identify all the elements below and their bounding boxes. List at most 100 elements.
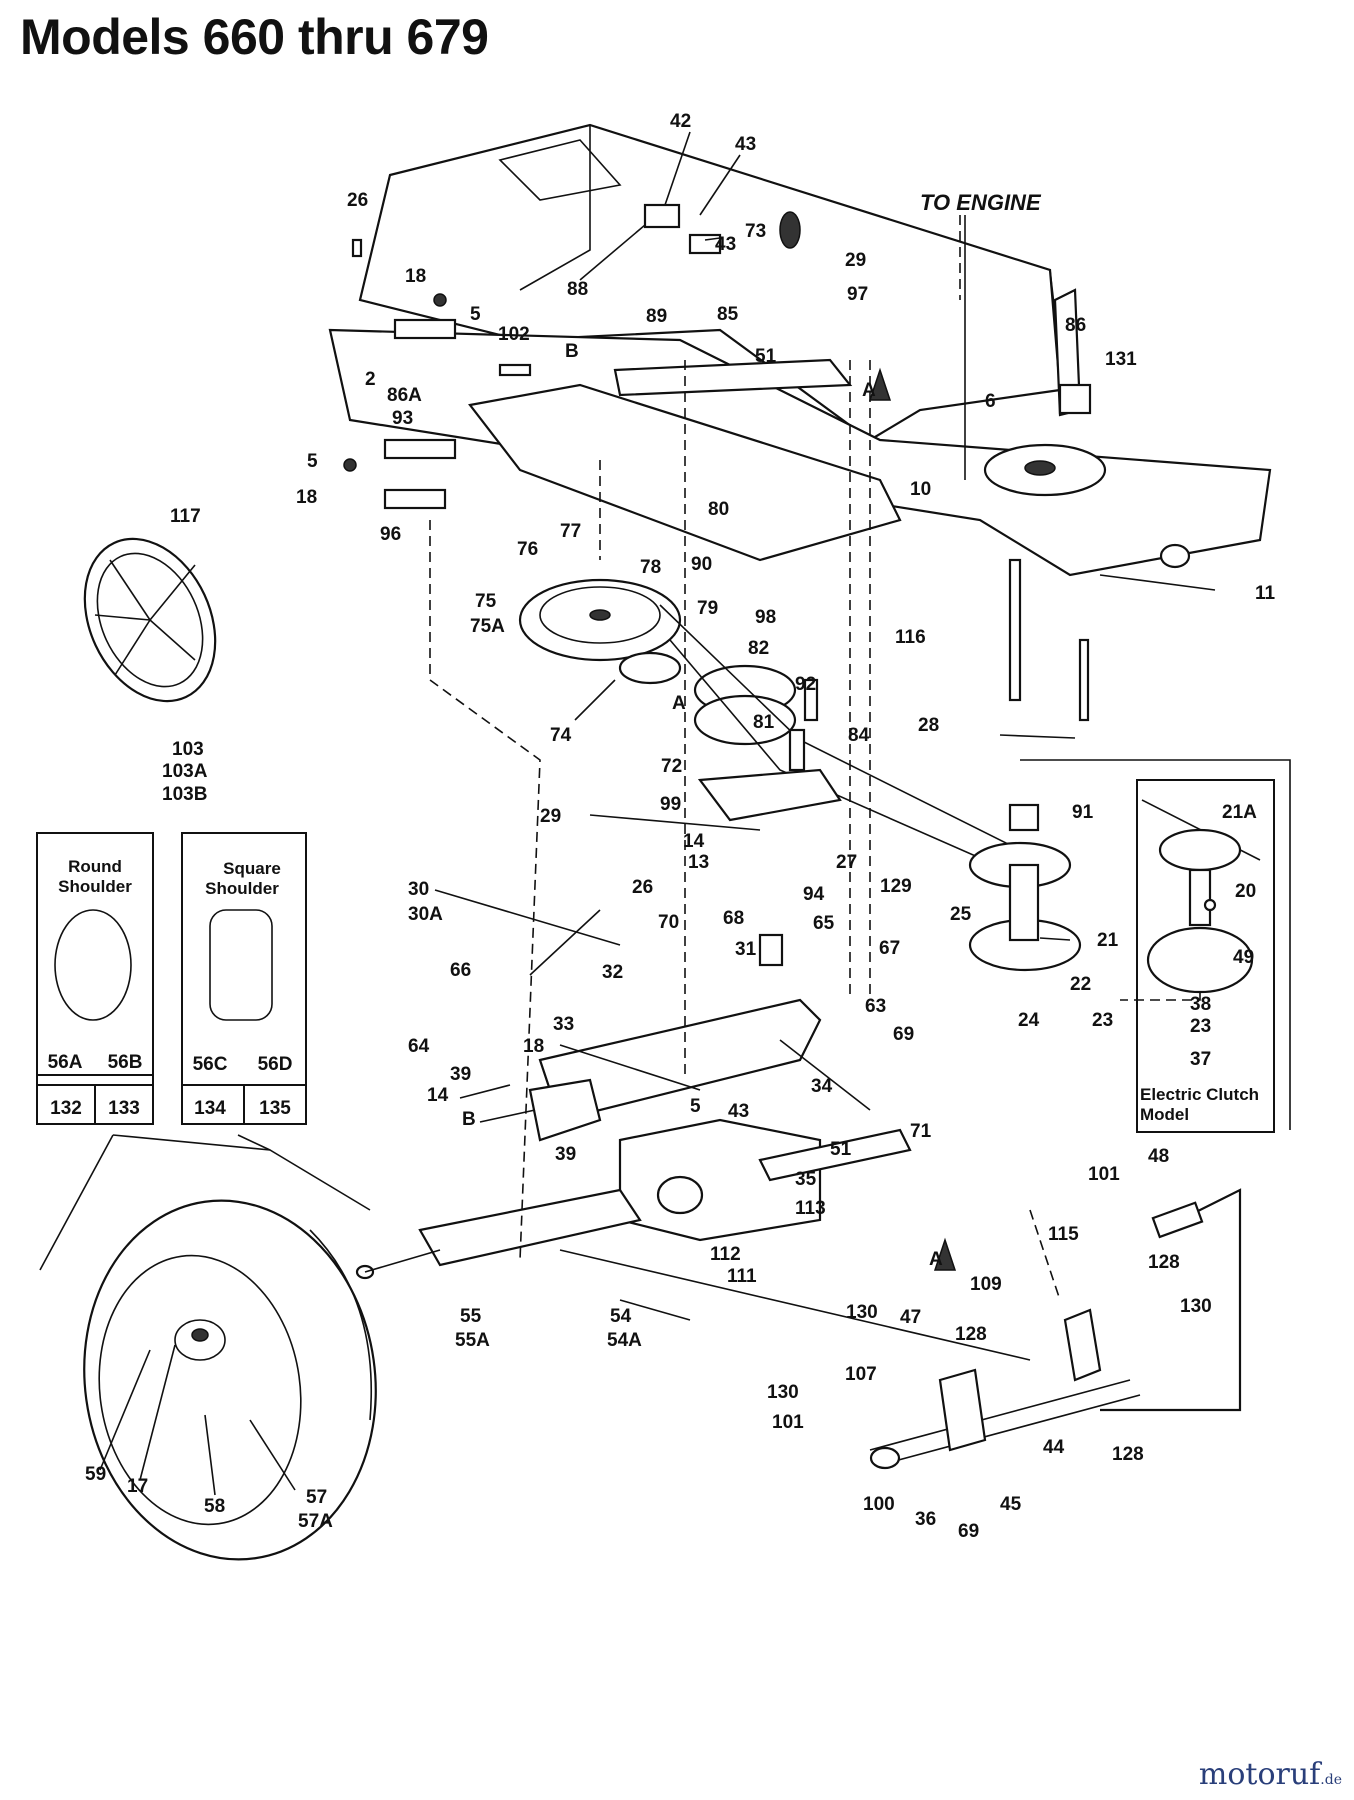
electric-clutch-caption-1: Electric Clutch — [1140, 1085, 1259, 1104]
watermark: motoruf.de — [1198, 1757, 1342, 1792]
label-56c: 56C — [193, 1054, 228, 1075]
callout: A — [929, 1249, 943, 1270]
callout: 101 — [1088, 1164, 1120, 1185]
callout: 38 — [1190, 994, 1211, 1015]
callout: 84 — [848, 725, 870, 746]
callout: 45 — [1000, 1494, 1022, 1515]
callout: 49 — [1233, 947, 1254, 968]
reference-lines — [429, 215, 1291, 1301]
callout: 29 — [845, 250, 866, 271]
callout: 130 — [767, 1382, 799, 1403]
callout: 33 — [553, 1014, 574, 1035]
callout: 43 — [715, 234, 736, 255]
callout: 94 — [803, 884, 825, 905]
callout: 25 — [950, 904, 972, 925]
callout: 18 — [296, 487, 317, 508]
callout: 51 — [830, 1139, 852, 1160]
callout: 26 — [632, 877, 653, 898]
callout: 44 — [1043, 1437, 1065, 1458]
pulley-assembly — [518, 558, 1090, 972]
callout: 130 — [846, 1302, 878, 1323]
arrow-up-marker — [868, 367, 892, 401]
callout: 69 — [958, 1521, 979, 1542]
callout: 102 — [498, 324, 530, 345]
callout: 51 — [755, 346, 777, 367]
label-56a: 56A — [48, 1052, 83, 1073]
callout: 128 — [1112, 1444, 1144, 1465]
callout: 113 — [795, 1198, 826, 1219]
callout: 82 — [748, 638, 769, 659]
round-shoulder-box: Round Shoulder 56A 56B 132 133 — [36, 832, 154, 1125]
callout: 79 — [697, 598, 718, 619]
callout: 103A — [162, 761, 208, 782]
callout: 5 — [690, 1096, 701, 1117]
frame-assembly — [328, 123, 1272, 577]
callout: 65 — [813, 913, 835, 934]
callout: 89 — [646, 306, 667, 327]
code-132: 132 — [50, 1098, 82, 1119]
rear-tire — [83, 1199, 377, 1561]
pedal-shaft — [559, 1188, 1242, 1470]
callout: 21A — [1222, 802, 1257, 823]
callout: 27 — [836, 852, 857, 873]
callout: 43 — [735, 134, 756, 155]
callout: 48 — [1148, 1146, 1169, 1167]
callout: 10 — [910, 479, 931, 500]
callout: 31 — [735, 939, 757, 960]
callout: 96 — [380, 524, 401, 545]
callout: 43 — [728, 1101, 749, 1122]
electric-clutch-caption-2: Model — [1140, 1105, 1189, 1124]
callout: 75A — [470, 616, 505, 637]
callout: 32 — [602, 962, 623, 983]
callout: 39 — [555, 1144, 576, 1165]
callout: 129 — [880, 876, 912, 897]
callout: 92 — [795, 674, 816, 695]
callout: 42 — [670, 111, 691, 132]
callout: 67 — [879, 938, 900, 959]
callout: 29 — [540, 806, 561, 827]
square-shoulder-title-1: Square — [223, 859, 281, 878]
callout: 14 — [427, 1085, 449, 1106]
callout: 55 — [460, 1306, 482, 1327]
callout: 103B — [162, 784, 207, 805]
callout-leaders — [99, 131, 1216, 1496]
callout: 131 — [1105, 349, 1137, 370]
callout: 68 — [723, 908, 744, 929]
callout: 101 — [772, 1412, 804, 1433]
callout: 71 — [910, 1121, 932, 1142]
square-shoulder-title-2: Shoulder — [205, 879, 279, 898]
callout: 86A — [387, 385, 422, 406]
callout: 103 — [172, 739, 204, 760]
callout: 74 — [550, 725, 572, 746]
callout: 30 — [408, 879, 429, 900]
callout: 6 — [985, 391, 996, 412]
callout: 24 — [1018, 1010, 1040, 1031]
callout: 37 — [1190, 1049, 1211, 1070]
callout: 14 — [683, 831, 705, 852]
callout: 55A — [455, 1330, 490, 1351]
round-shoulder-title-1: Round — [68, 857, 122, 876]
label-56d: 56D — [258, 1054, 293, 1075]
callout: 30A — [408, 904, 443, 925]
callout: 76 — [517, 539, 538, 560]
callout: 109 — [970, 1274, 1002, 1295]
callout: 69 — [893, 1024, 914, 1045]
bracket-assembly — [528, 909, 871, 1321]
callout: 111 — [727, 1266, 757, 1287]
callout: 128 — [1148, 1252, 1180, 1273]
code-134: 134 — [194, 1098, 226, 1119]
callout: 34 — [811, 1076, 833, 1097]
callout: 86 — [1065, 315, 1086, 336]
callout: 88 — [567, 279, 588, 300]
callout: 5 — [307, 451, 318, 472]
callout: 57 — [306, 1487, 327, 1508]
callout: 78 — [640, 557, 661, 578]
callout: 117 — [170, 506, 201, 527]
box-leader-lines — [39, 1134, 371, 1271]
callout: 18 — [405, 266, 426, 287]
label-56b: 56B — [108, 1052, 143, 1073]
callout: 64 — [408, 1036, 430, 1057]
code-135: 135 — [259, 1098, 291, 1119]
callout: 75 — [475, 591, 497, 612]
